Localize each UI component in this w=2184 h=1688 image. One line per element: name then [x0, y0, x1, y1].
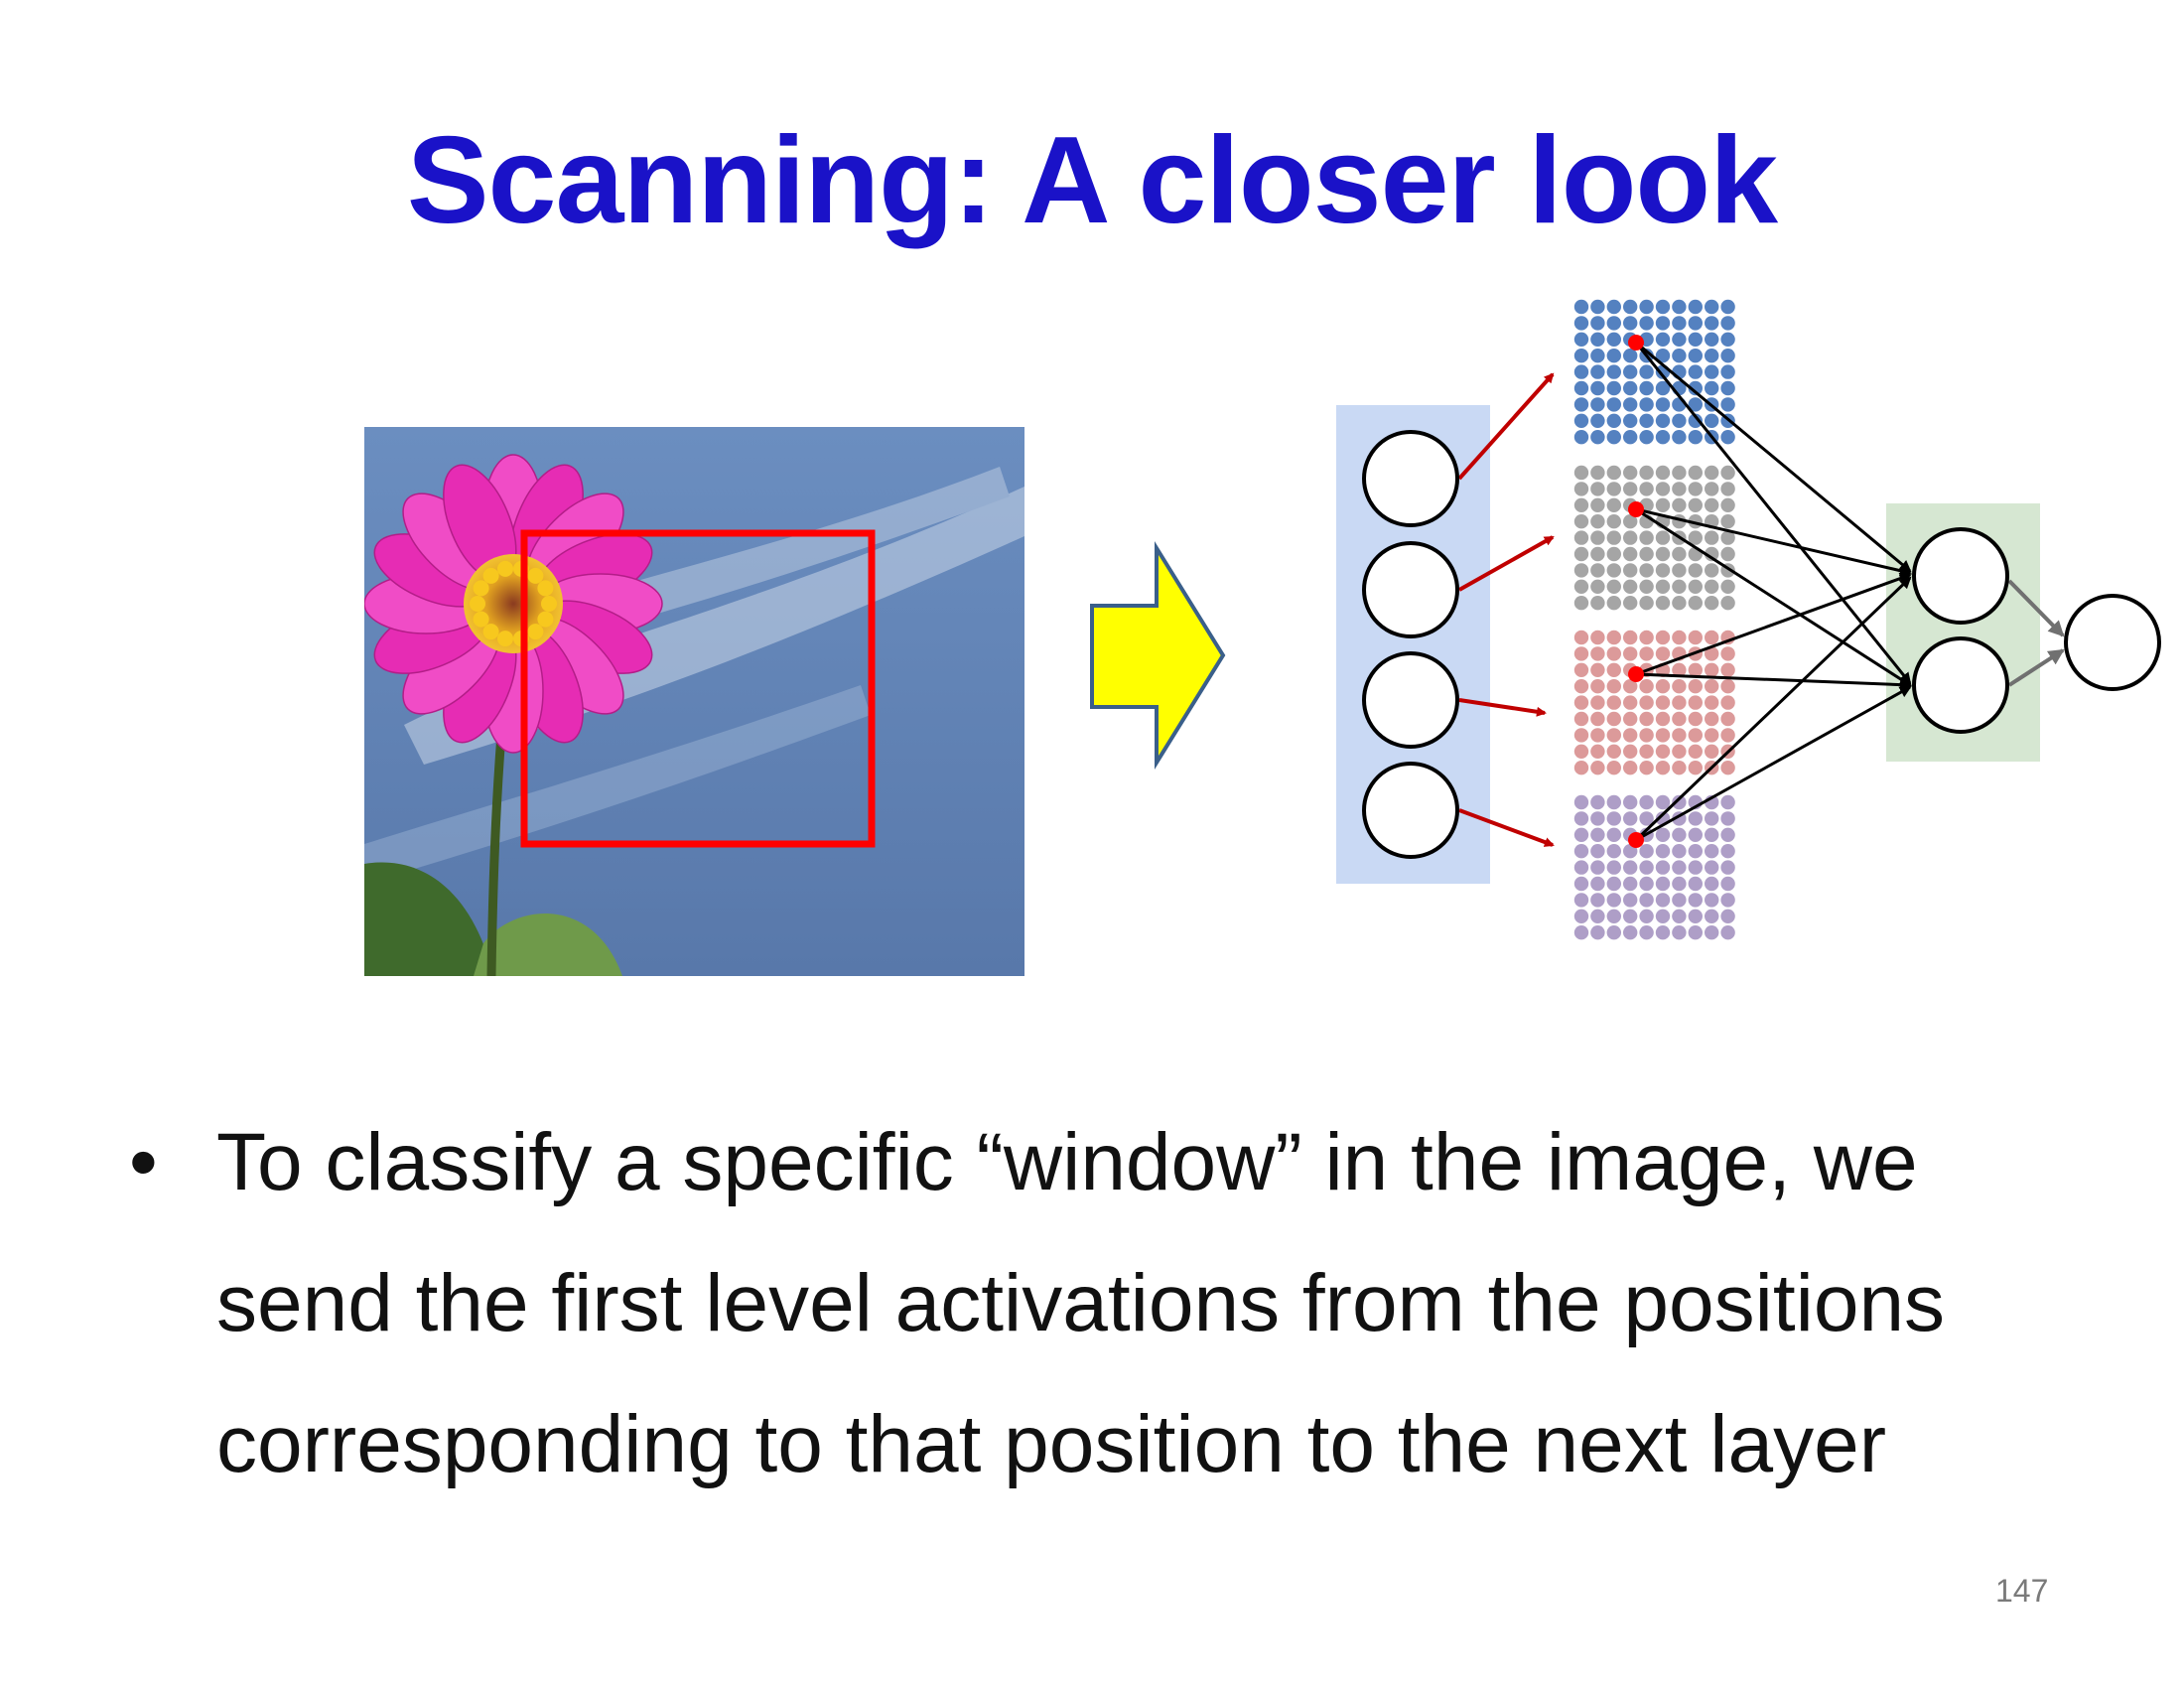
selected-position-1	[1628, 335, 1644, 351]
transform-arrow-icon	[1090, 540, 1226, 771]
input-layer-nodes	[1362, 430, 1459, 859]
feature-map-purple	[1573, 794, 1735, 940]
output-node	[2064, 594, 2161, 691]
input-node-1	[1362, 430, 1459, 527]
feed-arrow-1	[1457, 372, 1555, 481]
input-node-2	[1362, 541, 1459, 638]
leaf-left	[364, 862, 493, 976]
feed-arrow-4	[1458, 808, 1555, 847]
bullet-marker: •	[129, 1117, 158, 1207]
input-node-4	[1362, 762, 1459, 859]
input-to-map-arrows	[1457, 372, 1555, 847]
map-to-hidden-connections	[1634, 341, 1912, 842]
bullet-text: To classify a specific “window” in the i…	[216, 1117, 1946, 1489]
hidden-node-1	[1912, 527, 2009, 625]
hidden-to-output-arrows	[2007, 579, 2065, 687]
leaf-right	[474, 913, 622, 976]
selected-position-4	[1628, 832, 1644, 848]
selected-position-2	[1628, 501, 1644, 517]
feed-arrow-2	[1458, 535, 1555, 592]
flower-image	[364, 427, 1024, 976]
feature-map-gray	[1573, 465, 1735, 611]
scanning-window-box	[520, 529, 876, 848]
slide-title: Scanning: A closer look	[406, 112, 1778, 249]
flower-photo	[364, 427, 1024, 976]
feature-map-blue	[1573, 299, 1735, 445]
selected-positions	[1628, 335, 1644, 848]
feature-maps	[1573, 299, 1735, 940]
hidden-layer-nodes	[1912, 527, 2009, 734]
selected-position-3	[1628, 666, 1644, 682]
feature-map-red	[1573, 630, 1735, 775]
page-number: 147	[1995, 1573, 2049, 1609]
feed-arrow-3	[1458, 698, 1547, 717]
input-node-3	[1362, 651, 1459, 749]
flower-petals	[364, 454, 663, 754]
hidden-node-2	[1912, 636, 2009, 734]
